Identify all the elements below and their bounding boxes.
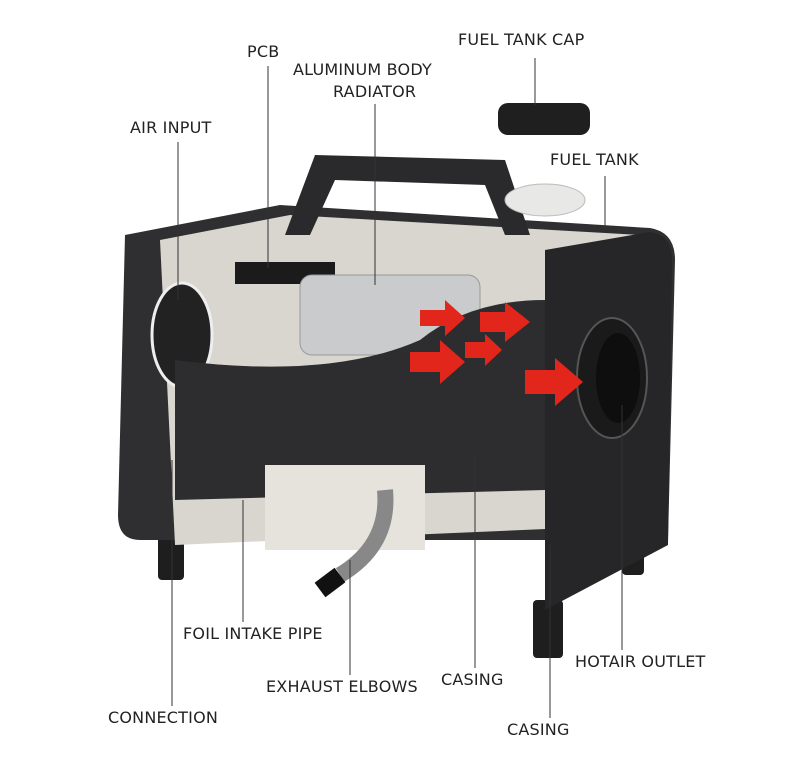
arrow xyxy=(420,300,465,336)
outlet-inner xyxy=(596,333,640,423)
label-hotair-outlet: HOTAIR OUTLET xyxy=(575,652,706,671)
arrow xyxy=(410,340,465,384)
arrow xyxy=(465,334,502,366)
label-foil-intake-pipe: FOIL INTAKE PIPE xyxy=(183,624,323,643)
label-connection: CONNECTION xyxy=(108,708,219,727)
label-pcb: PCB xyxy=(247,42,280,61)
arrow xyxy=(525,358,583,406)
handle xyxy=(285,155,530,235)
fuel-tank-cap xyxy=(498,103,590,135)
hot-air-arrows xyxy=(410,300,583,406)
foot xyxy=(533,600,563,658)
label-radiator-line2: RADIATOR xyxy=(333,82,417,101)
label-fuel-tank: FUEL TANK xyxy=(550,150,639,169)
label-radiator-line1: ALUMINUM BODY xyxy=(293,60,432,79)
fuel-tank xyxy=(504,183,586,217)
label-fuel-tank-cap: FUEL TANK CAP xyxy=(458,30,585,49)
leader-lines xyxy=(171,58,623,718)
label-casing-center: CASING xyxy=(441,670,504,689)
arrow xyxy=(480,302,530,342)
label-exhaust-elbows: EXHAUST ELBOWS xyxy=(266,677,418,696)
foot xyxy=(158,535,184,580)
label-casing-bottom: CASING xyxy=(507,720,570,739)
exhaust-pipe xyxy=(314,567,346,598)
lower-bay xyxy=(265,465,425,550)
label-air-input: AIR INPUT xyxy=(130,118,212,137)
front-casing xyxy=(175,300,545,500)
